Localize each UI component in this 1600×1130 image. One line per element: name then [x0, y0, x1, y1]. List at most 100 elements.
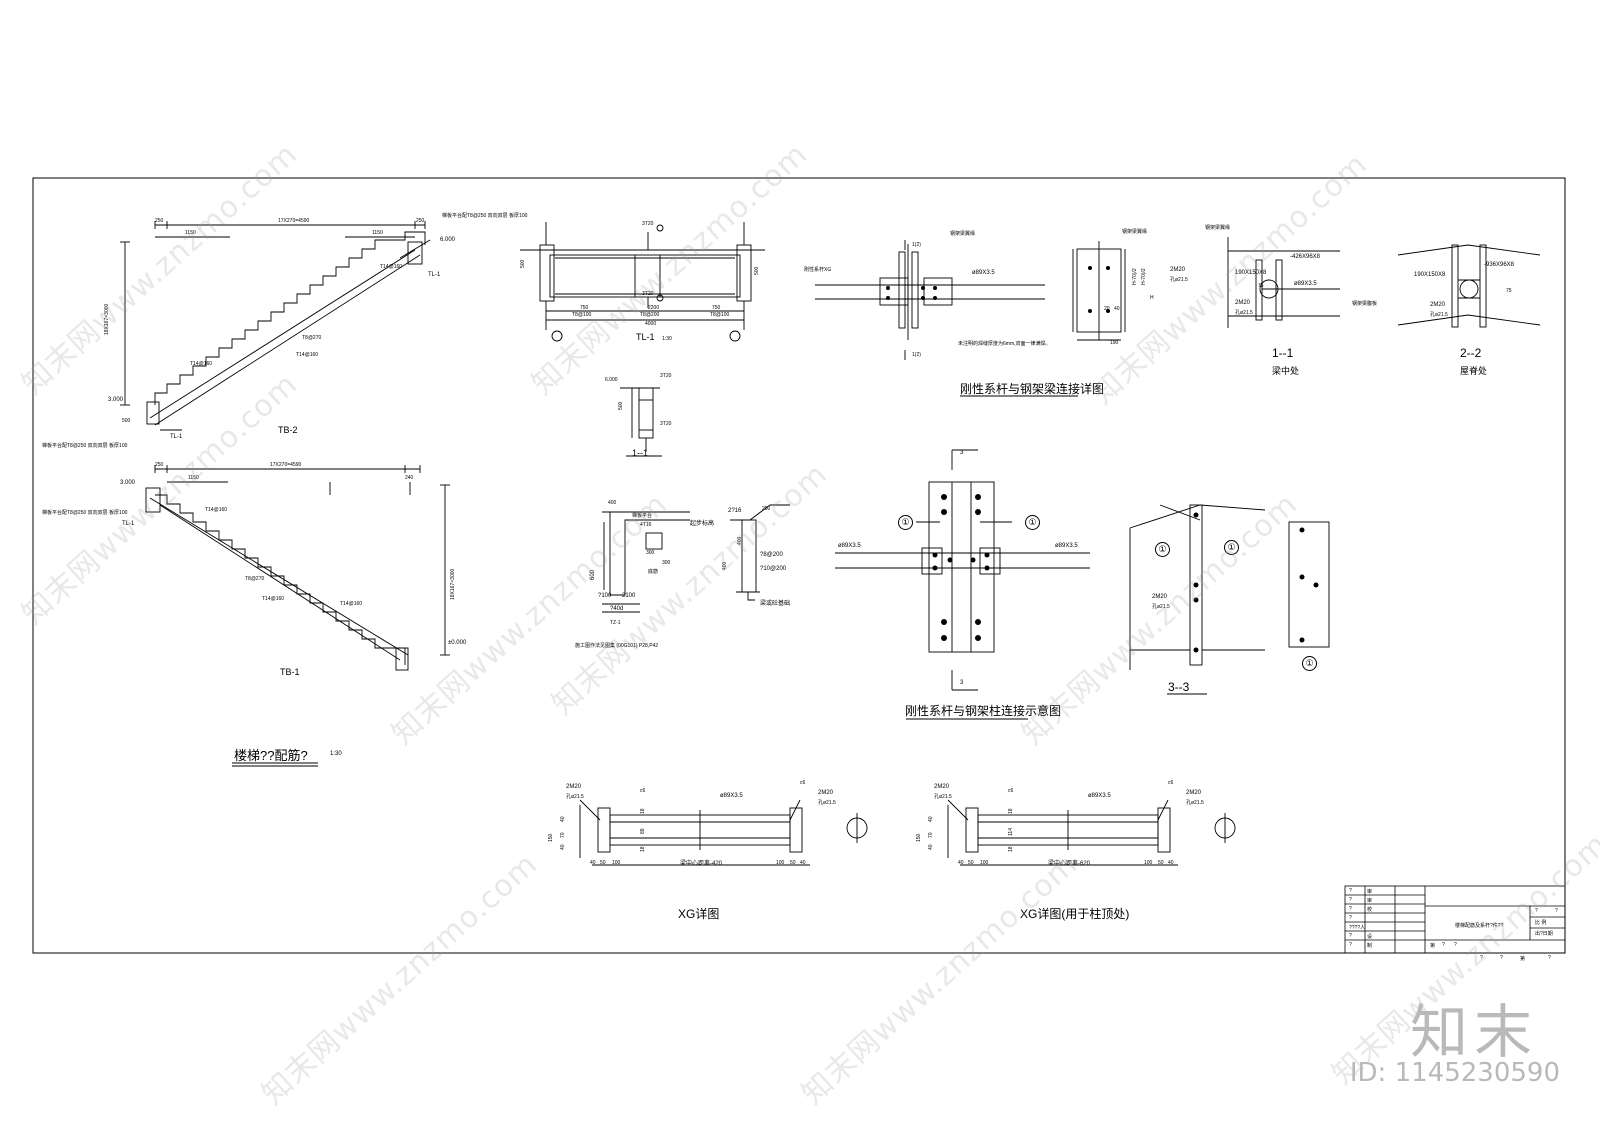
tz1-dim-100: ?100: [598, 593, 612, 599]
xg2-h150: 150: [916, 833, 922, 842]
s2-bolt: 2M20: [1430, 302, 1446, 308]
tb2-rebar-2: T14@160: [190, 361, 213, 367]
s2-endplate: 190X150X8: [1414, 272, 1446, 278]
xg2-d5: 50: [1158, 860, 1164, 866]
stair-title: 楼梯??配筋?: [234, 748, 308, 763]
foot-detail: [730, 504, 790, 601]
xg1-h150: 150: [548, 833, 554, 842]
xg1-h40a: 40: [560, 844, 566, 850]
xg-detail-2: [947, 799, 1236, 866]
xg1-d2: 50: [600, 860, 606, 866]
tb1-stair: [145, 465, 450, 671]
tb-bottom-3: ?: [1454, 942, 1457, 948]
tb-bottom-4: ?: [1480, 955, 1483, 961]
cd-pipe-right: ø89X3.5: [1055, 543, 1078, 549]
stair-scale: 1:30: [330, 751, 342, 757]
tb1-slab-note: 梯板平台配T8@250 双向双层 板厚100: [42, 510, 128, 516]
xg1-center-dist: 梁中心距离-420: [680, 861, 723, 867]
tb-right-2: ?: [1555, 908, 1558, 914]
s3-marker-2: ①: [1224, 540, 1239, 555]
tb2-stair: [120, 221, 431, 431]
xg2-d4: 100: [1144, 860, 1153, 866]
s1-web: 钢架梁腹板: [1352, 301, 1378, 307]
xg2-bolt-right: 2M20: [1186, 790, 1202, 796]
xg1-t89: 89: [640, 828, 646, 834]
tl1-scale: 1:30: [662, 336, 672, 342]
sv-dim-h1: H-70)/2: [1132, 268, 1138, 285]
tl1-rebar-bottom: 3T20: [642, 291, 654, 297]
sv-dim-20: 20: [1104, 306, 1110, 312]
rbd-cut-top: 1(2): [912, 242, 921, 248]
tl1-label: TL-1: [636, 332, 655, 342]
xg2-weld-right: c6: [1168, 780, 1174, 786]
s1-flange: 钢架梁翼缘: [1205, 225, 1231, 231]
xg1-t18b: 18: [640, 846, 646, 852]
tb-bottom-7: ?: [1548, 955, 1551, 961]
rbd-flange: 钢架梁翼缘: [950, 231, 976, 237]
rbd-xg-label: 刚性系杆XG: [804, 267, 832, 273]
cd-marker-left: ①: [898, 515, 913, 530]
xg2-t18a: 18: [1008, 808, 1014, 814]
image-id: ID: 1145230590: [1349, 1058, 1560, 1088]
tl1-stirrup-3: T8@100: [710, 312, 730, 318]
xg1-d3: 100: [612, 860, 621, 866]
xg2-bolt-left: 2M20: [934, 784, 950, 790]
tb1-vertical-dim: 18X167=3000: [450, 568, 456, 600]
tb-bottom-2: ?: [1442, 942, 1445, 948]
tl1-beam: [520, 222, 765, 342]
tb1-dim-1150: 1150: [188, 475, 199, 481]
tl1-dim-4000: 4000: [645, 321, 657, 327]
tz1-dim-300a: 300: [662, 560, 671, 566]
s2-dim-75: 75: [1506, 288, 1512, 294]
s11-rebar-top: 3T20: [660, 373, 672, 379]
s3-hole: 孔ø21.5: [1152, 604, 1170, 610]
xg1-weld-right: c6: [800, 780, 806, 786]
xg1-title: XG详图: [678, 907, 720, 921]
cd-marker-right: ①: [1025, 515, 1040, 530]
tb-label-5: 制: [1367, 943, 1373, 949]
tz1-note-bottom: 底筋: [648, 569, 659, 575]
tb-label-1: 审: [1367, 889, 1373, 895]
tb1-elev-bottom: ±0.000: [448, 640, 467, 646]
s11-label: 1--1: [632, 448, 649, 458]
xg1-d4: 100: [776, 860, 785, 866]
sv-dim-190: 190: [1110, 340, 1119, 346]
tb-row-4: ?: [1349, 915, 1352, 921]
xg2-d6: 40: [1168, 860, 1174, 866]
tz1-note-platform: 梯板平台: [632, 513, 653, 519]
xg2-center-dist: 梁中心距离-620: [1048, 861, 1091, 867]
tz1-dim-400: 400: [608, 500, 617, 506]
tl1-dim-h-right: 500: [754, 266, 760, 275]
tb-label-3: 校: [1367, 907, 1373, 913]
drawing-frame: [32, 177, 1566, 954]
tb1-dim-left: 250: [155, 462, 164, 468]
foot-stirrup-2: ?10@200: [760, 566, 787, 572]
s1-sublabel: 梁中处: [1272, 366, 1300, 376]
tb1-label: TB-1: [280, 667, 300, 677]
tl1-dim-750b: 750: [712, 305, 721, 311]
s2-hole: 孔ø21.5: [1430, 312, 1448, 318]
s1-endplate: 190X150X8: [1235, 270, 1267, 276]
tb2-dim-1150a: 1150: [185, 230, 196, 236]
tb2-elev-top: 6.000: [440, 237, 456, 243]
tb2-slab-note: 梯板平台配T8@250 双向双层 板厚100: [442, 213, 528, 219]
tl1-dim-2200: 2200: [648, 305, 660, 311]
foot-note: 梁或砼基础: [760, 601, 791, 607]
tl1-stirrup-1: T8@100: [572, 312, 592, 318]
tz1-detail: [602, 511, 690, 613]
s1-plate: -426X96X8: [1290, 254, 1321, 260]
xg1-h40b: 40: [560, 816, 566, 822]
tl1-dim-h-left: 500: [520, 259, 526, 268]
tl1-rebar-top: 3T20: [642, 221, 654, 227]
s11-rebar-bottom: 3T20: [660, 421, 672, 427]
tb-right-1: ?: [1535, 908, 1538, 914]
xg1-d1: 40: [590, 860, 596, 866]
tb-bottom-1: 第: [1430, 943, 1436, 949]
rigid-beam-connection: [815, 240, 1045, 360]
s1-label: 1--1: [1272, 346, 1294, 360]
rbd-title: 刚性系杆与钢架梁连接详图: [960, 382, 1105, 396]
tb-row-3: ?: [1349, 906, 1352, 912]
side-view-detail: [1072, 241, 1126, 341]
